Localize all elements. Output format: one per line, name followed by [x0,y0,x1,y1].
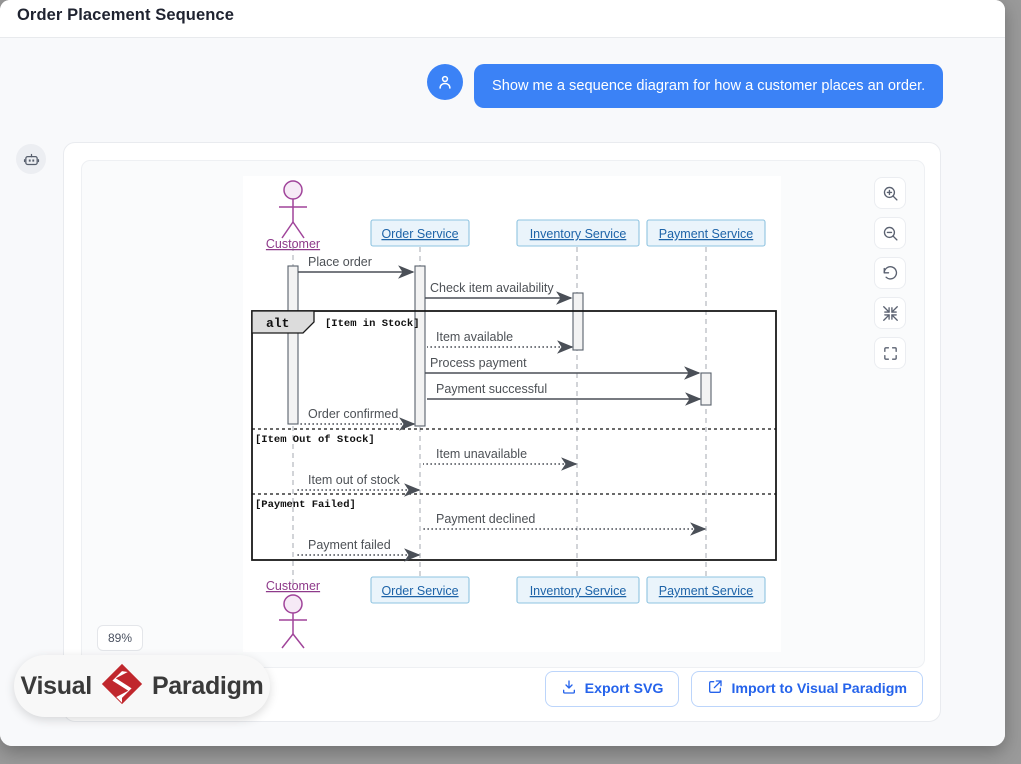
svg-text:Customer: Customer [266,237,320,251]
svg-text:Item unavailable: Item unavailable [436,447,527,461]
zoom-in-button[interactable] [874,177,906,209]
svg-text:Inventory Service: Inventory Service [530,584,627,598]
svg-text:Order confirmed: Order confirmed [308,407,398,421]
sequence-diagram-svg: Customer Order Service Inventory Service… [251,180,777,649]
expand-corners-icon [883,346,897,360]
svg-text:Order Service: Order Service [381,584,458,598]
reset-view-button[interactable] [874,257,906,289]
user-message-row: Show me a sequence diagram for how a cus… [0,64,1005,134]
user-message-bubble: Show me a sequence diagram for how a cus… [474,64,944,109]
import-label: Import to Visual Paradigm [731,681,907,697]
rotate-ccw-icon [883,265,897,280]
page-title: Order Placement Sequence [17,6,234,24]
svg-text:Inventory Service: Inventory Service [530,227,627,241]
external-link-icon [707,679,723,699]
svg-text:Payment Service: Payment Service [659,584,754,598]
svg-text:Payment Service: Payment Service [659,227,754,241]
sequence-diagram-canvas[interactable]: Customer Order Service Inventory Service… [243,176,781,652]
zoom-in-icon [883,186,898,201]
fullscreen-button[interactable] [874,337,906,369]
actor-figure-top [279,180,307,239]
zoom-out-button[interactable] [874,217,906,249]
diagram-zoom-toolbar [874,177,906,369]
svg-text:[Item Out of Stock]: [Item Out of Stock] [255,434,375,446]
import-to-visual-paradigm-button[interactable]: Import to Visual Paradigm [691,671,923,707]
svg-text:Payment failed: Payment failed [308,538,391,552]
export-svg-label: Export SVG [584,681,664,697]
brand-word-visual: Visual [20,671,93,700]
person-icon [427,64,463,100]
app-window: Order Placement Sequence Show me a seque… [0,0,1005,746]
zoom-out-icon [883,226,898,241]
visual-paradigm-branding: Visual Paradigm [14,655,270,717]
diagram-action-bar: Export SVG Import to Visual Paradigm [544,671,923,707]
alt-fragment: alt [Item in Stock] [Item Out of Stock] … [251,310,777,561]
svg-text:Order Service: Order Service [381,227,458,241]
svg-text:Place order: Place order [308,255,372,269]
svg-text:Payment declined: Payment declined [436,512,535,526]
svg-text:Check item availability: Check item availability [430,281,554,295]
robot-icon [16,144,46,174]
export-svg-button[interactable]: Export SVG [544,671,680,707]
svg-text:alt: alt [266,316,289,331]
minimize-arrows-icon [882,305,898,321]
svg-text:Customer: Customer [266,579,320,593]
svg-text:Process payment: Process payment [430,356,527,370]
svg-text:Item out of stock: Item out of stock [308,473,400,487]
svg-text:Payment successful: Payment successful [436,382,547,396]
svg-text:[Item in Stock]: [Item in Stock] [325,318,420,330]
fit-to-screen-button[interactable] [874,297,906,329]
svg-text:Item available: Item available [436,330,513,344]
title-bar: Order Placement Sequence [0,0,1005,38]
visual-paradigm-diamond-icon [99,661,145,712]
diagram-viewport[interactable]: Customer Order Service Inventory Service… [81,160,925,668]
svg-text:[Payment Failed]: [Payment Failed] [255,499,356,511]
download-icon [561,679,577,699]
brand-word-paradigm: Paradigm [151,671,264,700]
diagram-result-card: Customer Order Service Inventory Service… [63,142,941,722]
actor-figure-bottom [279,594,307,649]
zoom-level-badge[interactable]: 89% [97,625,144,651]
content-area: Show me a sequence diagram for how a cus… [0,38,1005,746]
